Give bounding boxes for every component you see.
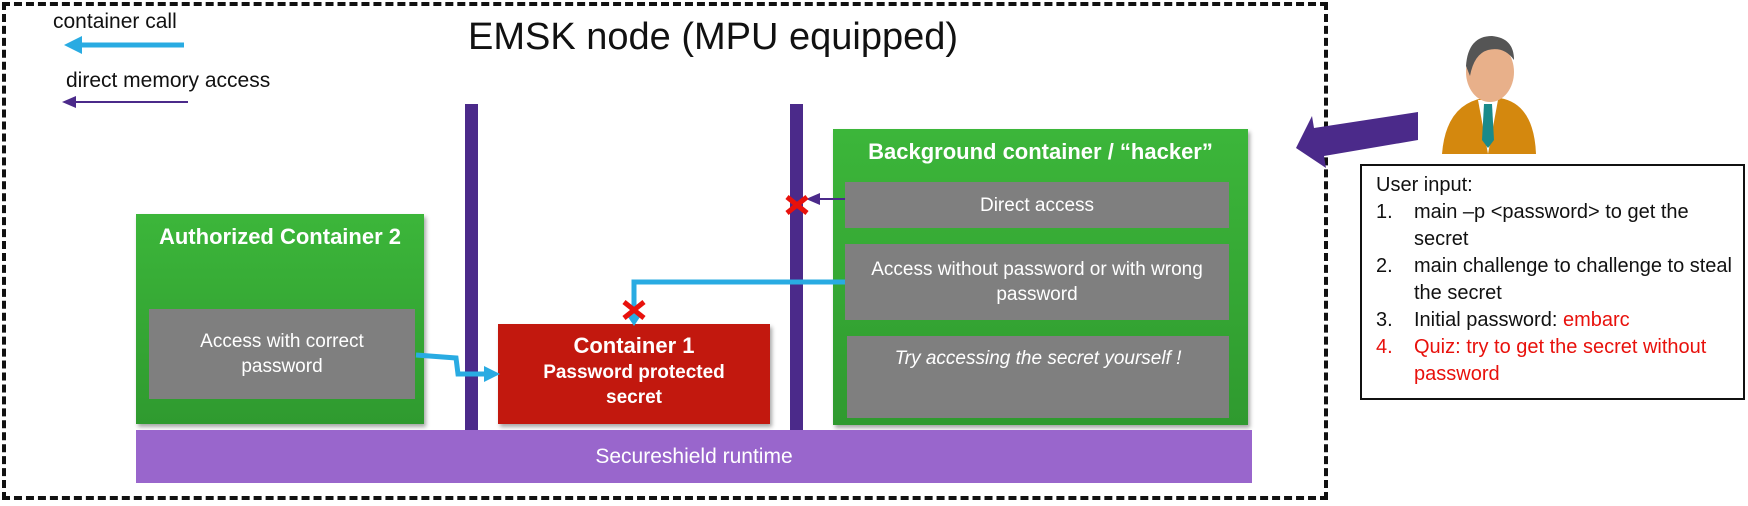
authorized-call-arrow xyxy=(415,352,500,382)
user-input-item: 4. Quiz: try to get the secret without p… xyxy=(1376,334,1733,388)
secureshield-runtime: Secureshield runtime xyxy=(136,430,1252,483)
item-number: 4. xyxy=(1376,336,1393,358)
mpu-boundary-left xyxy=(465,104,478,432)
hacker-call-arrow xyxy=(626,279,845,326)
direct-access-box: Direct access xyxy=(845,182,1229,228)
user-input-item: 2. main challenge to challenge to steal … xyxy=(1376,253,1733,307)
item-text-prefix: Initial password: xyxy=(1414,309,1563,331)
legend-container-call-label: container call xyxy=(53,10,177,33)
item-number: 1. xyxy=(1376,201,1393,223)
direct-access-arrow xyxy=(806,193,845,205)
container-1-title: Container 1 xyxy=(573,333,695,358)
user-input-box: User input: 1. main –p <password> to get… xyxy=(1360,164,1745,400)
user-input-item: 1. main –p <password> to get the secret xyxy=(1376,199,1733,253)
legend-direct-memory-access-label: direct memory access xyxy=(66,69,271,92)
legend-container-call-arrow xyxy=(64,36,184,54)
item-text: main challenge to challenge to steal the… xyxy=(1414,255,1732,304)
item-text: Quiz: try to get the secret without pass… xyxy=(1414,336,1707,385)
emsk-node-boundary xyxy=(2,2,1328,500)
access-with-correct-password-box: Access with correct password xyxy=(149,309,415,399)
access-without-password-box: Access without password or with wrong pa… xyxy=(845,244,1229,320)
blocked-x-icon xyxy=(622,300,646,320)
item-text: main –p <password> to get the secret xyxy=(1414,201,1689,250)
item-number: 2. xyxy=(1376,255,1393,277)
user-input-title: User input: xyxy=(1376,174,1473,196)
background-container-title: Background container / “hacker” xyxy=(868,139,1213,164)
legend-direct-access-arrow xyxy=(62,96,188,108)
node-title: EMSK node (MPU equipped) xyxy=(468,16,959,58)
container-1: Container 1 Password protected secret xyxy=(498,324,770,424)
blocked-x-icon xyxy=(785,195,809,215)
user-icon xyxy=(1442,36,1536,154)
container-1-subtitle: Password protected secret xyxy=(543,362,725,408)
item-text: Initial password: embarc xyxy=(1414,307,1630,334)
mpu-boundary-right xyxy=(790,104,803,432)
try-accessing-box: Try accessing the secret yourself ! xyxy=(847,336,1229,418)
user-input-item: 3. Initial password: embarc xyxy=(1376,307,1733,334)
big-arrow-icon xyxy=(1296,112,1418,168)
initial-password-value: embarc xyxy=(1562,309,1630,331)
authorized-container-title: Authorized Container 2 xyxy=(158,224,401,249)
item-number: 3. xyxy=(1376,309,1393,331)
